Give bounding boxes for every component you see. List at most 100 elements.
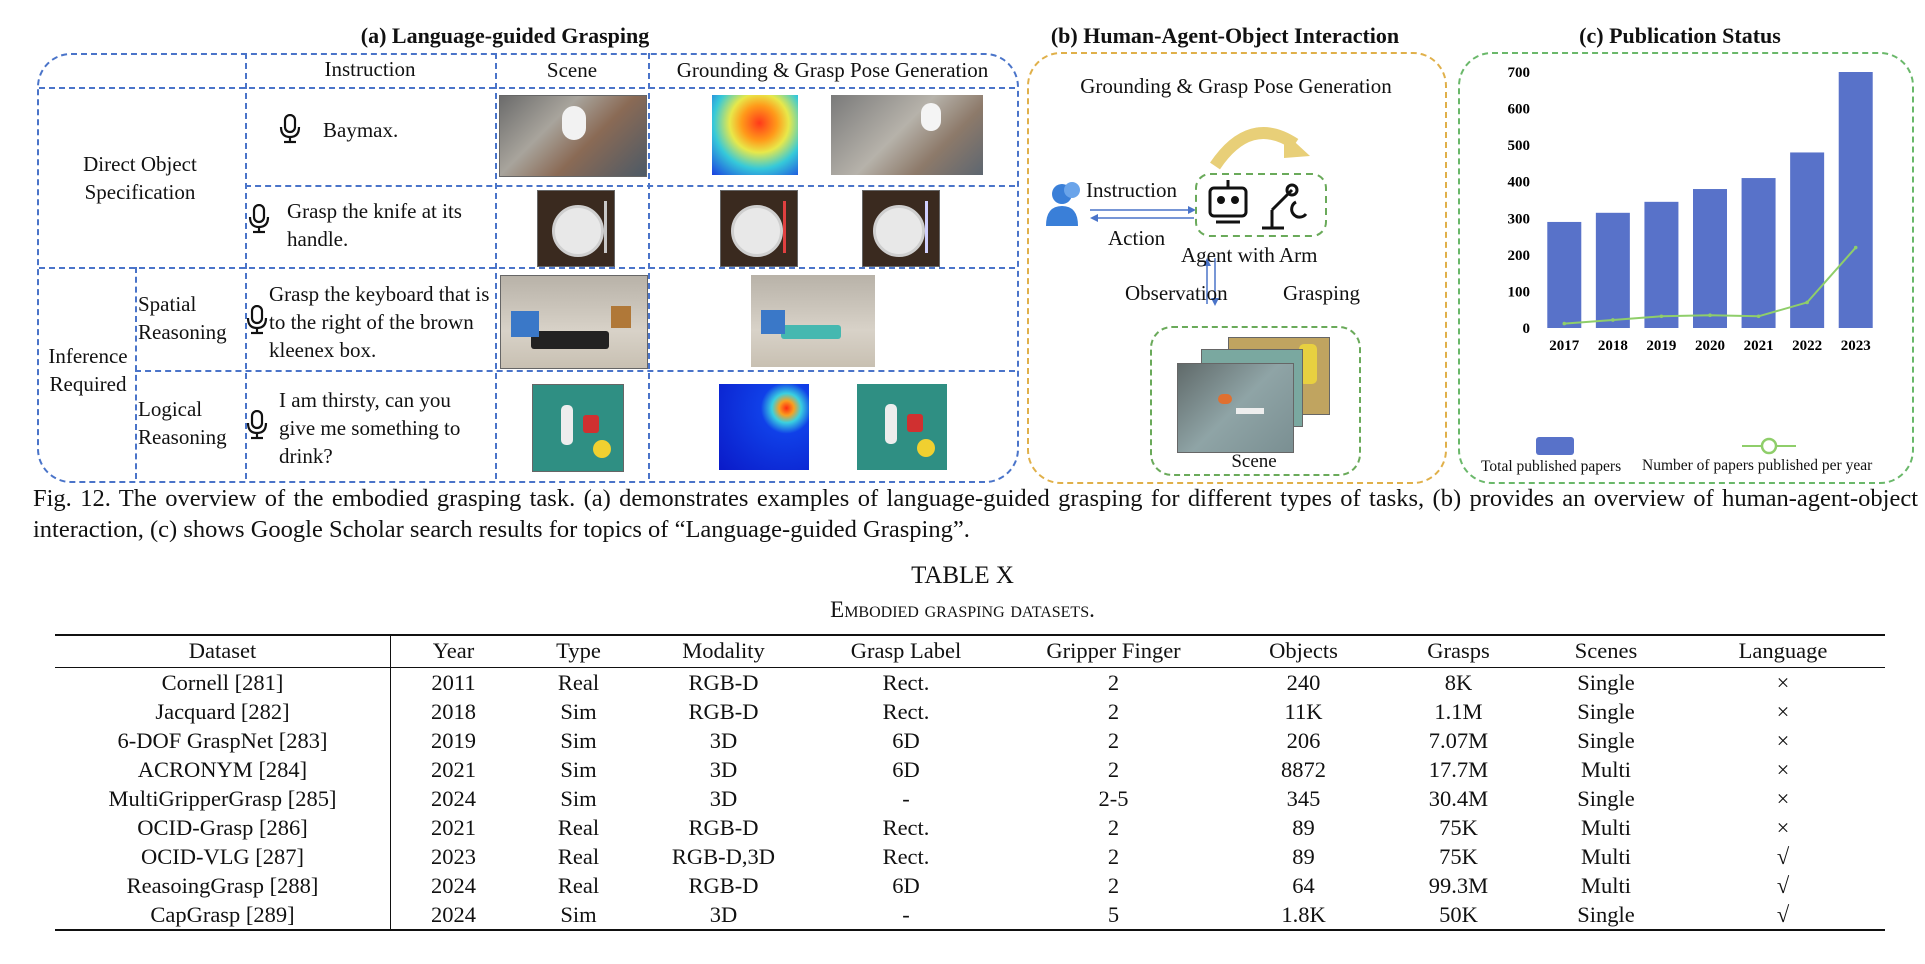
x-tick-label: 2019 <box>1646 338 1676 354</box>
table-cell: × <box>1776 699 1790 724</box>
y-tick-label: 500 <box>1508 138 1531 154</box>
microphone-icon <box>279 114 301 144</box>
panel-b-title: (b) Human-Agent-Object Interaction <box>1050 23 1400 48</box>
table-cell: 8872 <box>1281 757 1326 782</box>
table-cell: Single <box>1577 699 1635 724</box>
table-cell: Rect. <box>882 844 930 869</box>
table-cell: 7.07M <box>1428 728 1489 753</box>
table-cell: Single <box>1577 786 1635 811</box>
table-cell: Multi <box>1580 844 1631 869</box>
line-point-2022 <box>1805 300 1809 305</box>
table-cell: √ <box>1776 844 1790 869</box>
datasets-table: Dataset Year Type Modality Grasp Label G… <box>55 634 1885 931</box>
instruction-text: I am thirsty, can you give me something … <box>279 388 461 468</box>
legend-line-swatch <box>1742 437 1796 455</box>
scene-box <box>1150 326 1361 476</box>
table-cell: 89 <box>1292 815 1315 840</box>
scene-label: Scene <box>1231 451 1277 472</box>
legend-line-label: Number of papers published per year <box>1642 457 1873 474</box>
table-title: Embodied grasping datasets. <box>830 597 1095 622</box>
table-cell: 99.3M <box>1428 873 1489 898</box>
table-cell: × <box>1776 728 1790 753</box>
grasping-label: Grasping <box>1283 281 1360 305</box>
table-cell: Rect. <box>882 815 930 840</box>
loop-arrow <box>1210 127 1299 170</box>
table-cell: 2021 <box>431 757 476 782</box>
table-cell: 75K <box>1439 815 1478 840</box>
grasp-image <box>831 95 983 175</box>
bar-2019 <box>1644 201 1679 328</box>
table-cell: OCID-VLG [287] <box>55 842 391 871</box>
person-icon <box>1046 182 1080 226</box>
table-cell: Multi <box>1580 815 1631 840</box>
table-cell: 2-5 <box>1098 786 1129 811</box>
header-scene: Scene <box>546 58 598 82</box>
table-cell: 2 <box>1107 873 1120 898</box>
action-label: Action <box>1108 226 1166 250</box>
heatmap-image <box>712 95 798 175</box>
bar-2017 <box>1547 221 1582 328</box>
scene-image <box>1177 363 1294 453</box>
table-cell: 11K <box>1284 699 1323 724</box>
scene-image <box>532 384 624 472</box>
table-cell: 240 <box>1286 670 1321 695</box>
instruction-text: Grasp the keyboard that is to the right … <box>269 282 490 362</box>
table-cell: ReasoingGrasp [288] <box>55 871 391 900</box>
column-header: Type <box>516 634 641 668</box>
observation-label: Observation <box>1125 281 1228 305</box>
table-cell: Real <box>557 844 600 869</box>
table-cell: Multi <box>1580 757 1631 782</box>
grid-line <box>135 370 1015 372</box>
table-label: TABLE X <box>911 562 1014 589</box>
instruction-text: Grasp the knife at its handle. <box>287 199 462 251</box>
instruction-label: Instruction <box>1086 178 1177 202</box>
column-header: Scenes <box>1531 634 1681 668</box>
table-cell: 17.7M <box>1428 757 1489 782</box>
table-cell: 3D <box>709 757 738 782</box>
column-header: Grasps <box>1386 634 1531 668</box>
table-cell: 8K <box>1444 670 1473 695</box>
table-cell: 75K <box>1439 844 1478 869</box>
y-tick-label: 100 <box>1508 284 1531 300</box>
panel-a-title: (a) Language-guided Grasping <box>360 23 650 48</box>
column-header: Language <box>1681 634 1885 668</box>
bar-2021 <box>1741 178 1776 328</box>
line-point-2017 <box>1562 321 1567 326</box>
table-cell: RGB-D <box>688 670 759 695</box>
table-cell: 3D <box>709 728 738 753</box>
column-header: Year <box>390 634 516 668</box>
column-header: Grasp Label <box>806 634 1006 668</box>
table-cell: √ <box>1776 873 1790 898</box>
x-tick-label: 2021 <box>1744 338 1774 354</box>
table-cell: 6D <box>892 873 920 898</box>
table-cell: CapGrasp [289] <box>55 900 391 931</box>
bar-2018 <box>1595 212 1630 328</box>
table-cell: Cornell [281] <box>55 667 391 697</box>
table-cell: × <box>1776 815 1790 840</box>
y-tick-label: 300 <box>1508 211 1531 227</box>
table-cell: RGB-D <box>688 873 759 898</box>
line-point-2020 <box>1708 313 1712 317</box>
table-cell: Real <box>557 873 600 898</box>
table-cell: - <box>902 786 910 811</box>
header-grounding: Grounding & Grasp Pose Generation <box>676 58 989 82</box>
instruction-text: Baymax. <box>323 118 399 142</box>
table-cell: 2011 <box>431 670 476 695</box>
table-cell: 1.1M <box>1434 699 1483 724</box>
heatmap-image <box>719 384 809 470</box>
figure-caption: Fig. 12. The overview of the embodied gr… <box>33 485 1918 543</box>
table-cell: 2 <box>1107 728 1120 753</box>
agent-box <box>1195 173 1327 237</box>
scene-image <box>500 275 648 369</box>
category-inference: Inference Required <box>48 344 128 396</box>
microphone-icon <box>246 410 268 440</box>
grid-line <box>495 53 497 479</box>
grasp-image <box>857 384 947 470</box>
bar-2023 <box>1838 72 1873 328</box>
table-cell: 6D <box>892 728 920 753</box>
bar-2022 <box>1790 152 1825 328</box>
